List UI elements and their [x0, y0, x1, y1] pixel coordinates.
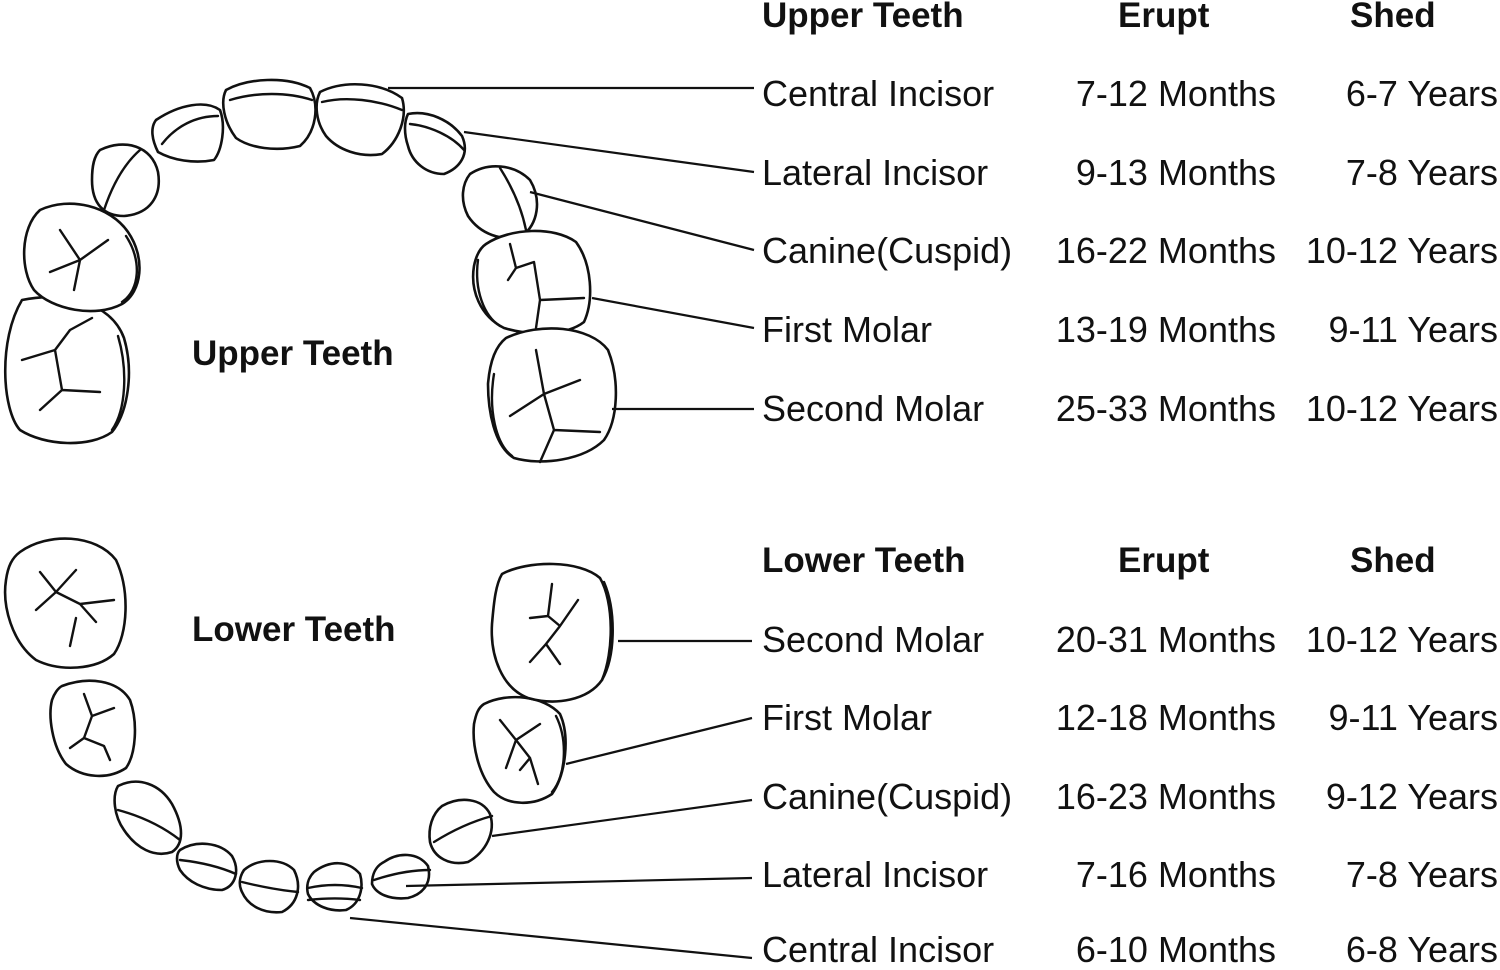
- upper-row-erupt: 16-22 Months: [1055, 230, 1276, 271]
- lower-leader-lateral-incisor: [405, 876, 753, 888]
- upper-leader-canine: [529, 190, 755, 252]
- lower-row-erupt: 12-18 Months: [1055, 697, 1276, 738]
- lower-left-central-incisor: [238, 859, 300, 914]
- upper-row-tooth: First Molar: [762, 309, 932, 350]
- lower-row-erupt: 7-16 Months: [1075, 854, 1276, 895]
- lower-row-erupt: 6-10 Months: [1075, 929, 1276, 970]
- upper-row-erupt: 13-19 Months: [1055, 309, 1276, 350]
- upper-left-first-molar: [22, 202, 141, 313]
- upper-header-shed: Shed: [1350, 0, 1436, 35]
- upper-left-central-incisor: [222, 78, 317, 151]
- upper-left-canine: [90, 143, 161, 218]
- upper-row-shed: 10-12 Years: [1305, 230, 1498, 271]
- upper-row-erupt: 25-33 Months: [1055, 388, 1276, 429]
- lower-header-name: Lower Teeth: [762, 541, 966, 580]
- lower-row-shed: 9-11 Years: [1328, 697, 1498, 738]
- lower-leader-canine: [491, 798, 753, 838]
- upper-leader-lines: [388, 86, 755, 411]
- upper-row-tooth: Lateral Incisor: [762, 152, 989, 193]
- lower-row-shed: 10-12 Years: [1305, 619, 1498, 660]
- upper-row-shed: 9-11 Years: [1328, 309, 1498, 350]
- upper-row-tooth: Canine(Cuspid): [762, 230, 1013, 271]
- upper-row-erupt: 7-12 Months: [1075, 73, 1276, 114]
- upper-right-lateral-incisor: [403, 111, 467, 176]
- upper-right-first-molar: [471, 229, 592, 335]
- lower-right-second-molar: [490, 562, 614, 703]
- lower-right-first-molar: [472, 695, 567, 805]
- upper-arch-label: Upper Teeth: [192, 334, 394, 373]
- upper-row-shed: 10-12 Years: [1305, 388, 1498, 429]
- upper-right-central-incisor: [315, 83, 406, 157]
- lower-row-tooth: Canine(Cuspid): [762, 776, 1013, 817]
- lower-left-second-molar: [3, 537, 127, 669]
- lower-header-shed: Shed: [1350, 541, 1436, 580]
- lower-row-tooth: First Molar: [762, 697, 932, 738]
- upper-header-name: Upper Teeth: [762, 0, 964, 35]
- lower-leader-central-incisor: [349, 916, 753, 960]
- lower-left-lateral-incisor: [175, 842, 238, 892]
- upper-row-tooth: Second Molar: [762, 388, 985, 429]
- lower-header-erupt: Erupt: [1118, 541, 1210, 580]
- lower-row-tooth: Central Incisor: [762, 929, 995, 970]
- lower-row-tooth: Lateral Incisor: [762, 854, 989, 895]
- lower-right-central-incisor: [305, 861, 364, 912]
- upper-right-second-molar: [486, 327, 618, 464]
- lower-row-shed: 9-12 Years: [1325, 776, 1498, 817]
- upper-left-second-molar: [3, 295, 131, 445]
- upper-header-erupt: Erupt: [1118, 0, 1210, 35]
- lower-arch: [3, 537, 753, 960]
- lower-arch-label: Lower Teeth: [192, 610, 396, 649]
- lower-leader-lines: [349, 639, 753, 960]
- lower-left-canine: [113, 780, 183, 855]
- upper-row-erupt: 9-13 Months: [1075, 152, 1276, 193]
- lower-right-lateral-incisor: [370, 853, 432, 900]
- lower-row-shed: 7-8 Years: [1345, 854, 1498, 895]
- upper-left-lateral-incisor: [151, 103, 225, 163]
- lower-left-first-molar: [49, 679, 137, 778]
- upper-leader-first-molar: [591, 296, 755, 330]
- upper-right-canine: [461, 164, 539, 240]
- lower-row-erupt: 20-31 Months: [1055, 619, 1276, 660]
- lower-row-erupt: 16-23 Months: [1055, 776, 1276, 817]
- lower-row-tooth: Second Molar: [762, 619, 985, 660]
- upper-row-tooth: Central Incisor: [762, 73, 995, 114]
- upper-leader-lateral-incisor: [463, 130, 755, 174]
- lower-row-shed: 6-8 Years: [1345, 929, 1498, 970]
- lower-right-canine: [428, 798, 494, 865]
- upper-row-shed: 7-8 Years: [1345, 152, 1498, 193]
- upper-arch: [3, 78, 755, 464]
- lower-leader-first-molar: [565, 716, 753, 766]
- upper-row-shed: 6-7 Years: [1345, 73, 1498, 114]
